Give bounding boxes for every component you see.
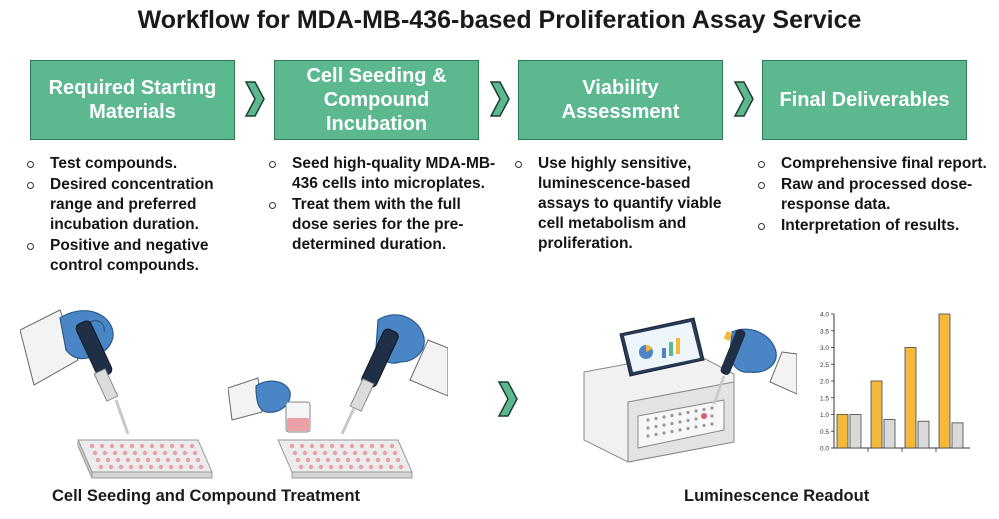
y-tick-label: 3.5 xyxy=(820,328,829,335)
bar-gold xyxy=(904,347,917,449)
step-box-cell-seeding: Cell Seeding & Compound Incubation xyxy=(274,60,479,140)
step-box-viability: Viability Assessment xyxy=(518,60,723,140)
bar-gray xyxy=(917,420,930,449)
step-label: Required Starting Materials xyxy=(48,77,217,123)
y-tick-label: 2.0 xyxy=(820,379,829,386)
y-tick-label: 1.5 xyxy=(820,395,829,402)
bullet-item: Desired concentration range and preferre… xyxy=(24,175,244,235)
chevron-right-icon xyxy=(497,381,518,417)
step-label: Viability Assessment xyxy=(561,77,680,123)
y-tick-label: 0.0 xyxy=(820,446,829,453)
bar-gray xyxy=(883,419,896,449)
bar-gray xyxy=(951,422,964,449)
bullets-cell-seeding: Seed high-quality MDA-MB-436 cells into … xyxy=(266,154,501,256)
compound-treatment-illustration xyxy=(228,314,448,479)
diagram-title: Workflow for MDA-MB-436-based Proliferat… xyxy=(137,6,862,34)
bar-gold xyxy=(870,380,883,449)
chevron-right-icon xyxy=(489,81,510,117)
pipette-seeding-illustration xyxy=(20,309,213,479)
step-label: Final Deliverables xyxy=(779,89,950,111)
bar-gold xyxy=(938,313,951,449)
y-tick-label: 3.0 xyxy=(820,345,829,352)
dose-response-bar-chart: 0.0 0.5 1.0 1.5 2.0 2.5 3.0 3.5 4.0 xyxy=(820,312,970,453)
y-tick-label: 2.5 xyxy=(820,362,829,369)
bullet-item: Treat them with the full dose series for… xyxy=(266,195,501,255)
bullet-item: Test compounds. xyxy=(24,154,244,174)
y-tick-label: 1.0 xyxy=(820,412,829,419)
bullet-item: Seed high-quality MDA-MB-436 cells into … xyxy=(266,154,501,194)
bar-gray xyxy=(849,414,862,449)
chevron-right-icon xyxy=(244,81,265,117)
plate-reader-illustration xyxy=(583,317,797,463)
bullets-deliverables: Comprehensive final report. Raw and proc… xyxy=(755,154,990,237)
caption-luminescence: Luminescence Readout xyxy=(684,487,870,505)
bullets-starting-materials: Test compounds. Desired concentration ra… xyxy=(24,154,244,277)
bar-gold xyxy=(836,414,849,449)
step-box-deliverables: Final Deliverables xyxy=(762,60,967,140)
y-tick-label: 0.5 xyxy=(820,429,829,436)
y-tick-label: 4.0 xyxy=(820,312,829,319)
bullet-item: Positive and negative control compounds. xyxy=(24,236,244,276)
step-box-starting-materials: Required Starting Materials xyxy=(30,60,235,140)
step-label: Cell Seeding & Compound Incubation xyxy=(306,65,447,135)
bullets-viability: Use highly sensitive, luminescence-based… xyxy=(512,154,727,255)
bullet-item: Comprehensive final report. xyxy=(755,154,990,174)
chevron-right-icon xyxy=(733,81,754,117)
bullet-item: Raw and processed dose-response data. xyxy=(755,175,990,215)
bullet-item: Use highly sensitive, luminescence-based… xyxy=(512,154,727,254)
caption-cell-seeding: Cell Seeding and Compound Treatment xyxy=(52,487,361,505)
bullet-item: Interpretation of results. xyxy=(755,216,990,236)
